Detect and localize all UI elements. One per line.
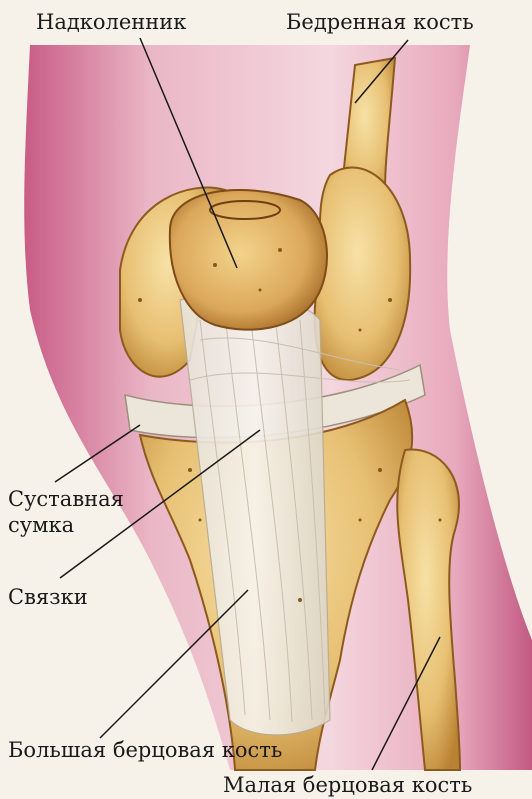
label-ligaments: Связки <box>8 585 88 609</box>
label-tibia: Большая берцовая кость <box>8 738 282 762</box>
label-joint-capsule-line2: сумка <box>8 513 74 537</box>
patella <box>170 190 327 330</box>
label-fibula: Малая берцовая кость <box>223 773 472 797</box>
label-femur: Бедренная кость <box>286 10 474 34</box>
label-patella: Надколенник <box>36 10 186 34</box>
label-joint-capsule-line1: Суставная <box>8 487 124 511</box>
